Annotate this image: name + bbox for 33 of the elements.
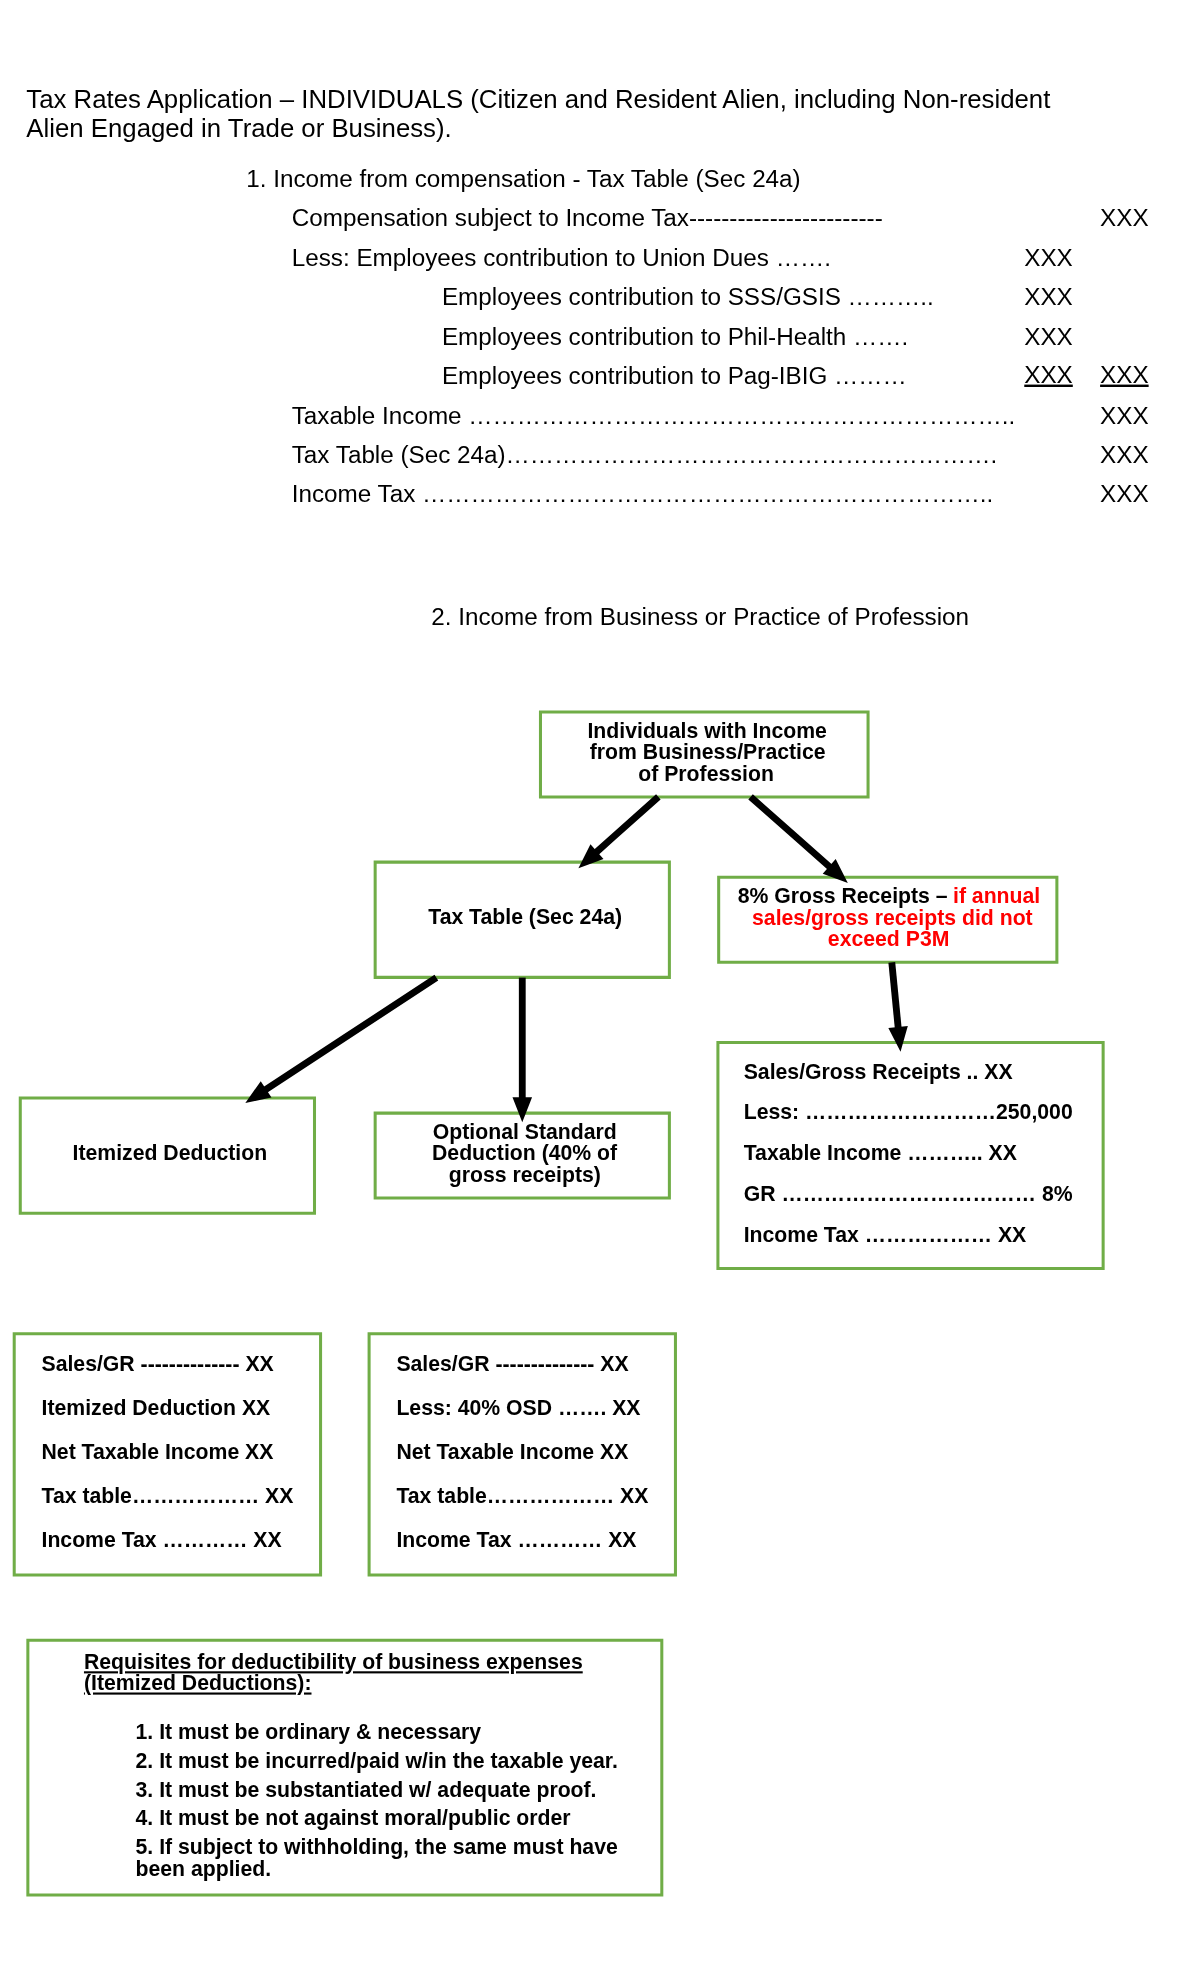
label: Compensation subject to Income Tax------------------------ — [291, 204, 883, 232]
node-box: Sales/GR -------------- XX Less: 40% OSD ……. XX Net Taxable Income XX Tax table……………… XX Income Tax ………… XX — [367, 1332, 677, 1577]
label: XXX — [1024, 243, 1073, 271]
node-box: Itemized Deduction — [18, 1096, 316, 1215]
label: Employees contribution to SSS/GSIS ……….. — [441, 283, 934, 311]
label: Less: Employees contribution to Union Dues ……. — [291, 243, 831, 271]
label: 2. Income from Business or Practice of Profession — [431, 603, 970, 631]
label: XXX — [1100, 360, 1149, 388]
node-box: Optional Standard Deduction (40% of gross receipts) — [373, 1111, 671, 1200]
label: 1. Income from compensation - Tax Table (Sec 24a) — [246, 164, 801, 192]
label: Employees contribution to Pag-IBIG ……… — [441, 362, 907, 390]
node-box: Requisites for deductibility of business expenses (Itemized Deductions): 1. It must be ordinary & necessary 2. It must be incurred/paid w/in the taxable year. 3. It must be substantiated w/ adequate proof. 4. It must be not against moral/public order 5. If subject to withholding, the same must have been applied. — [26, 1638, 664, 1897]
label: XXX — [1100, 440, 1149, 468]
label: XXX — [1100, 480, 1149, 508]
arrow — [578, 794, 661, 869]
arrow — [512, 977, 533, 1123]
label: XXX — [1024, 322, 1073, 350]
label: XXX — [1024, 360, 1073, 388]
label: XXX — [1024, 283, 1073, 311]
arrow — [748, 794, 848, 883]
label: XXX — [1100, 401, 1149, 429]
arrow — [245, 974, 439, 1103]
node-box: Individuals with Income from Business/Practice of Profession — [538, 710, 870, 799]
node-box: Sales/Gross Receipts .. XX Less: ………………………250,000 Taxable Income ……….. XX GR ……………………………… 8% Income Tax ……………… XX — [716, 1041, 1105, 1271]
diagram-title: Tax Rates Application – INDIVIDUALS (Citizen and Resident Alien, including Non-resident Alien Engaged in Trade or Business). — [26, 84, 1051, 142]
node-box: Sales/GR -------------- XX Itemized Deduction XX Net Taxable Income XX Tax table……………… XX Income Tax ………… XX — [12, 1332, 323, 1577]
node-box: 8% Gross Receipts – if annual sales/gross receipts did not exceed P3M — [717, 875, 1059, 964]
label: Employees contribution to Phil-Health ……. — [441, 322, 909, 350]
label: Income Tax …………………………………………………………….. — [291, 480, 994, 508]
node-box: Tax Table (Sec 24a) — [373, 860, 671, 979]
label: Tax Table (Sec 24a)……………………………………………………. — [291, 440, 998, 468]
label: XXX — [1100, 204, 1149, 232]
label: Taxable Income ………………………………………………………….. — [291, 401, 1016, 429]
